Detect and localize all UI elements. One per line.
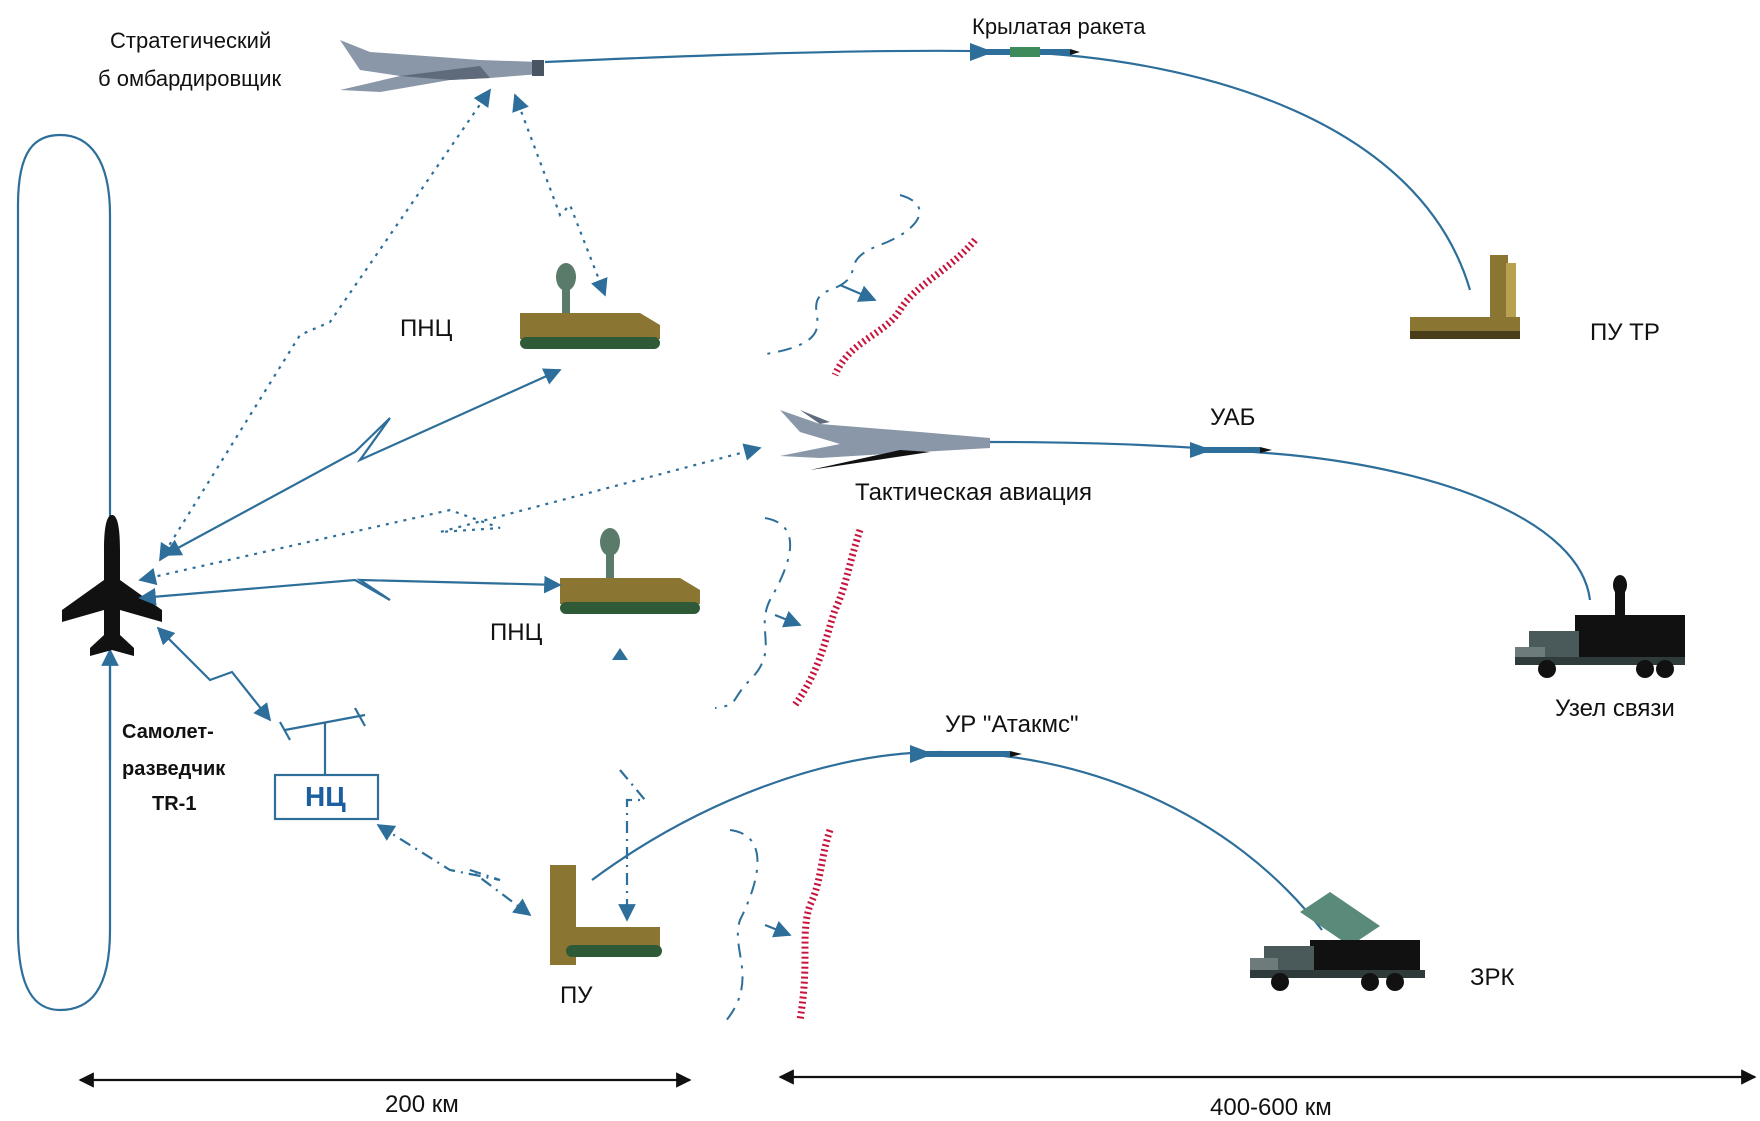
jamming-front-top [831, 237, 978, 377]
recon-aircraft-tr1-icon [62, 515, 162, 656]
nc-center: НЦ [273, 707, 380, 821]
pu-launcher-icon [550, 865, 662, 965]
label-uab: УАБ [1210, 404, 1255, 431]
link-recon-to-bomber [159, 88, 491, 562]
label-pnc-top: ПНЦ [400, 315, 453, 342]
label-recon-2: разведчик [122, 758, 226, 780]
jamming-front-mid [792, 528, 864, 708]
label-strategic-bomber-1: Стратегический [110, 28, 271, 53]
label-scale-200km: 200 км [385, 1091, 459, 1118]
label-tactical-aviation: Тактическая авиация [855, 479, 1092, 506]
label-recon-3: TR-1 [152, 793, 196, 815]
link-recon-to-pnc-mid [138, 575, 562, 606]
link-bomber-to-pnc-top [512, 93, 608, 297]
jamming-front-bot [796, 828, 834, 1021]
label-cruise-missile: Крылатая ракета [972, 14, 1146, 39]
link-recon-to-nc [156, 626, 272, 722]
cruise-missile-trajectory [544, 49, 1472, 291]
strategic-bomber-icon [340, 40, 544, 92]
label-pnc-mid: ПНЦ [490, 619, 543, 646]
pnc-mid-small-marker-icon [612, 648, 628, 660]
label-scale-400-600km: 400-600 км [1210, 1094, 1332, 1121]
label-ur-atacms: УР "Атакмс" [945, 711, 1079, 738]
emission-wave-bot-1 [724, 829, 759, 1023]
label-nc: НЦ [305, 781, 346, 812]
uab-trajectory [989, 440, 1592, 601]
label-zrk: ЗРК [1470, 964, 1515, 991]
label-pu-tr: ПУ ТР [1590, 319, 1660, 346]
zrk-launcher-truck-icon [1250, 892, 1425, 991]
link-target-to-pu [618, 769, 648, 922]
label-comm-node: Узел связи [1555, 695, 1675, 722]
emission-wave-mid-1 [714, 517, 791, 709]
label-strategic-bomber-2: б омбардировщик [98, 66, 282, 91]
recon-patrol-orbit [16, 133, 112, 1012]
comm-node-truck-icon [1515, 575, 1685, 678]
atacms-missile-icon [910, 745, 1022, 763]
tactical-aircraft-icon [780, 410, 990, 470]
pnc-mid-vehicle-icon [560, 528, 700, 614]
link-recon-to-pnc-top [163, 368, 562, 556]
emission-wave-top-1 [759, 194, 921, 356]
link-nc-to-pu [376, 824, 532, 917]
label-pu: ПУ [560, 982, 593, 1009]
label-recon-1: Самолет- [122, 721, 214, 743]
atacms-trajectory [591, 750, 1323, 931]
uab-bomb-icon [1190, 442, 1272, 458]
pu-tr-launcher-icon [1410, 255, 1520, 339]
cruise-missile-icon [970, 43, 1080, 61]
link-recon-to-tactical [138, 443, 762, 586]
pnc-top-vehicle-icon [520, 263, 660, 349]
